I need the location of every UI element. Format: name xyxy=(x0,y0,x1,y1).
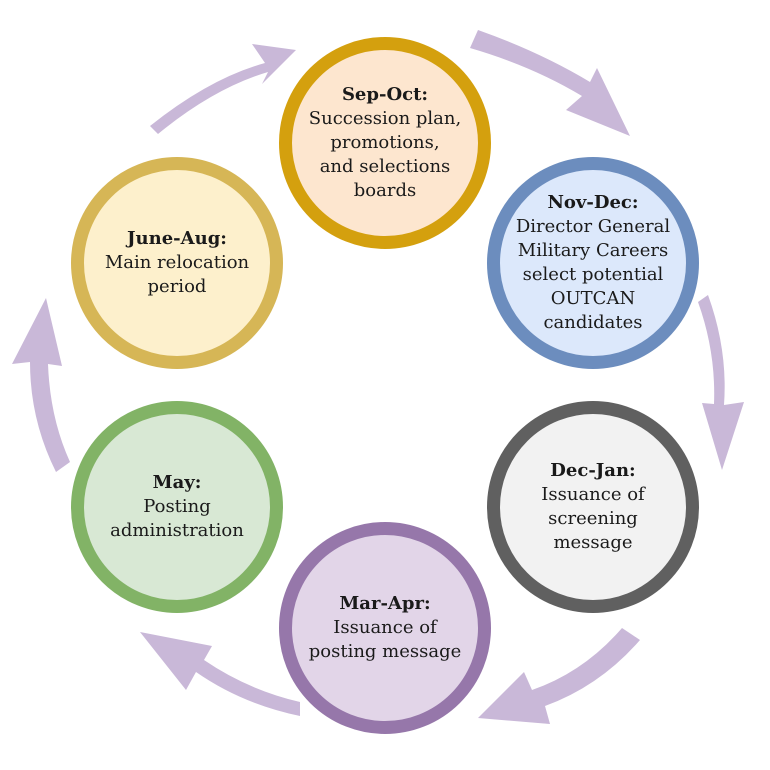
arrow-junaug-to-sepoct xyxy=(150,44,296,134)
node-title: Dec-Jan: xyxy=(550,460,636,481)
cycle-node-june-aug: June-Aug: Main relocation period xyxy=(71,157,283,369)
node-text: promotions, xyxy=(330,132,440,153)
arrow-decjan-to-marapr xyxy=(478,628,640,724)
node-text: message xyxy=(553,532,633,553)
arrow-marapr-to-may xyxy=(140,632,300,716)
node-text: Main relocation xyxy=(104,252,250,273)
node-text: candidates xyxy=(543,312,643,333)
cycle-node-sep-oct: Sep-Oct: Succession plan, promotions, an… xyxy=(279,37,491,249)
node-text: administration xyxy=(110,520,244,541)
arrow-sepoct-to-novdec xyxy=(470,30,630,136)
cycle-node-may: May: Posting administration xyxy=(71,401,283,613)
arrow-novdec-to-decjan xyxy=(698,295,744,470)
node-text: posting message xyxy=(308,641,462,662)
arrow-may-to-junaug xyxy=(12,298,70,472)
node-text: Director General xyxy=(515,216,671,237)
cycle-node-nov-dec: Nov-Dec: Director General Military Caree… xyxy=(487,157,699,369)
node-title: June-Aug: xyxy=(127,228,227,249)
node-title: Mar-Apr: xyxy=(339,593,431,614)
node-title: Nov-Dec: xyxy=(547,192,639,213)
node-text: select potential xyxy=(522,264,664,285)
node-text: Posting xyxy=(143,496,211,517)
node-text: boards xyxy=(353,180,417,201)
node-text: period xyxy=(147,276,207,297)
node-text: screening xyxy=(548,508,638,529)
node-text: Issuance of xyxy=(541,484,645,505)
node-text: Succession plan, xyxy=(308,108,462,129)
cycle-node-mar-apr: Mar-Apr: Issuance of posting message xyxy=(279,522,491,734)
node-text: and selections xyxy=(319,156,451,177)
node-text: OUTCAN xyxy=(550,288,636,309)
node-text: Military Careers xyxy=(517,240,669,261)
cycle-node-dec-jan: Dec-Jan: Issuance of screening message xyxy=(487,401,699,613)
node-title: May: xyxy=(152,472,202,493)
node-text: Issuance of xyxy=(333,617,437,638)
node-title: Sep-Oct: xyxy=(341,84,429,105)
